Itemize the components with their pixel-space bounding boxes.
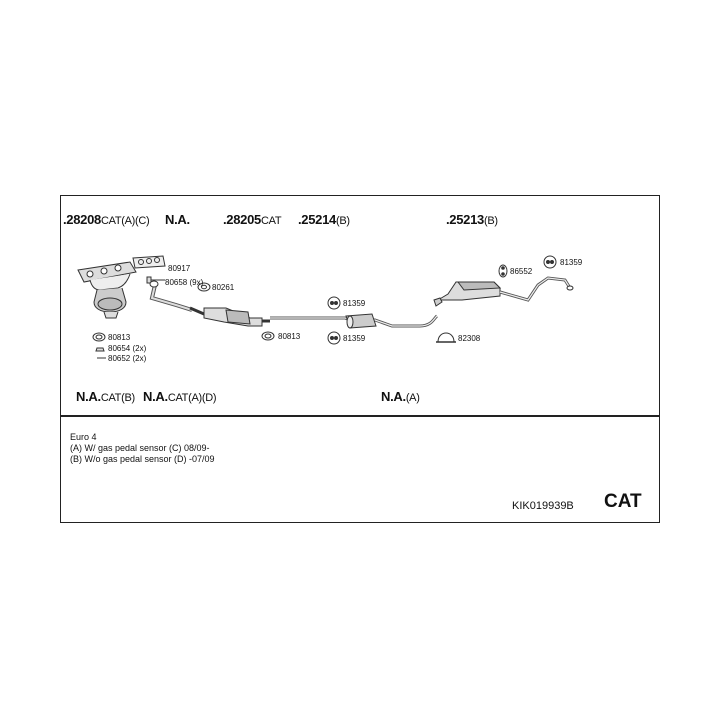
label-81359-b: 81359 <box>343 334 366 343</box>
gasket-80261 <box>197 282 211 292</box>
label-80813-b: 80813 <box>278 332 301 341</box>
label-80658: 80658 (9x) <box>165 278 204 287</box>
diagram-frame <box>60 195 660 523</box>
code-na-cat-b: N.A.CAT(B) <box>76 389 135 404</box>
hanger-81359-c <box>543 255 557 269</box>
stud-80658 <box>146 276 165 284</box>
note-a: (A) W/ gas pedal sensor (C) 08/09- <box>70 443 210 453</box>
label-81359-c: 81359 <box>560 258 583 267</box>
code-na-a: N.A.(A) <box>381 389 420 404</box>
label-80917: 80917 <box>168 264 191 273</box>
ring-80813-a <box>92 332 106 342</box>
note-euro: Euro 4 <box>70 432 97 442</box>
reference-number: KIK019939B <box>512 500 574 512</box>
nut-80654 <box>95 347 105 352</box>
label-80654: 80654 (2x) <box>108 344 147 353</box>
code-na-cat-a-d: N.A.CAT(A)(D) <box>143 389 217 404</box>
clamp-82308 <box>436 332 456 343</box>
label-80261: 80261 <box>212 283 235 292</box>
ring-80813-b <box>261 331 275 341</box>
code-25214: .25214(B) <box>298 212 350 227</box>
notes-divider <box>61 415 659 417</box>
intermediate-pipe <box>270 313 439 329</box>
front-pipe <box>149 280 193 312</box>
code-25213: .25213(B) <box>446 212 498 227</box>
label-82308: 82308 <box>458 334 481 343</box>
label-80652: 80652 (2x) <box>108 354 147 363</box>
hanger-81359-b <box>327 331 341 345</box>
code-28208: .28208CAT(A)(C) <box>63 212 150 227</box>
hanger-81359-a <box>327 296 341 310</box>
code-28205: .28205CAT <box>223 212 282 227</box>
hanger-86552 <box>498 264 508 278</box>
gasket-80917 <box>132 255 166 269</box>
label-80813-a: 80813 <box>108 333 131 342</box>
manifold-catalyst <box>77 261 137 319</box>
rear-silencer <box>433 276 574 307</box>
category-label: CAT <box>604 491 642 512</box>
label-86552: 86552 <box>510 267 533 276</box>
code-na-1: N.A. <box>165 212 190 227</box>
note-b: (B) W/o gas pedal sensor (D) -07/09 <box>70 454 215 464</box>
catalyst-28205 <box>189 306 270 327</box>
label-81359-a: 81359 <box>343 299 366 308</box>
